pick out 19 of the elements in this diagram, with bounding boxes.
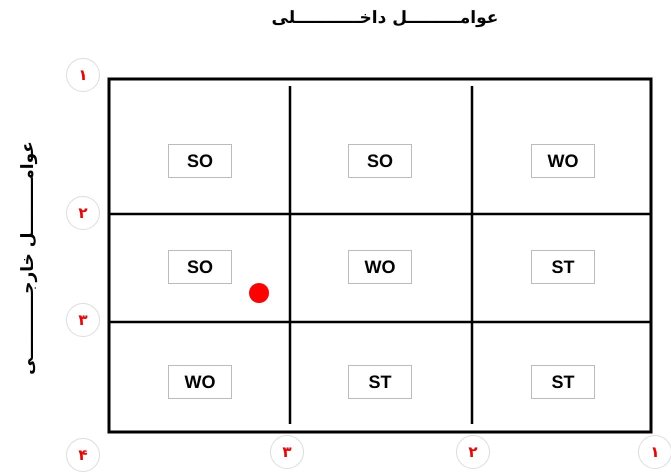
- scale-number: ۳: [66, 303, 100, 337]
- scale-number: ۳: [270, 435, 304, 469]
- strategy-label: WO: [348, 250, 412, 284]
- scale-number: ۴: [66, 438, 100, 472]
- axis-title: عوامـــــــــل خارجـــــــــــی: [18, 141, 38, 375]
- scale-number: ۱: [638, 435, 671, 469]
- strategy-label: SO: [168, 144, 232, 178]
- strategy-label: ST: [531, 365, 595, 399]
- strategy-label: ST: [531, 250, 595, 284]
- strategy-label: SO: [348, 144, 412, 178]
- marker-dot: [249, 283, 269, 303]
- scale-number: ۲: [66, 196, 100, 230]
- strategy-label: SO: [168, 250, 232, 284]
- scale-number: ۲: [456, 435, 490, 469]
- scale-number: ۱: [66, 58, 100, 92]
- strategy-label: WO: [531, 144, 595, 178]
- strategy-label: ST: [348, 365, 412, 399]
- axis-title: عوامـــــــــل داخـــــــــــلی: [272, 8, 498, 28]
- strategy-label: WO: [168, 365, 232, 399]
